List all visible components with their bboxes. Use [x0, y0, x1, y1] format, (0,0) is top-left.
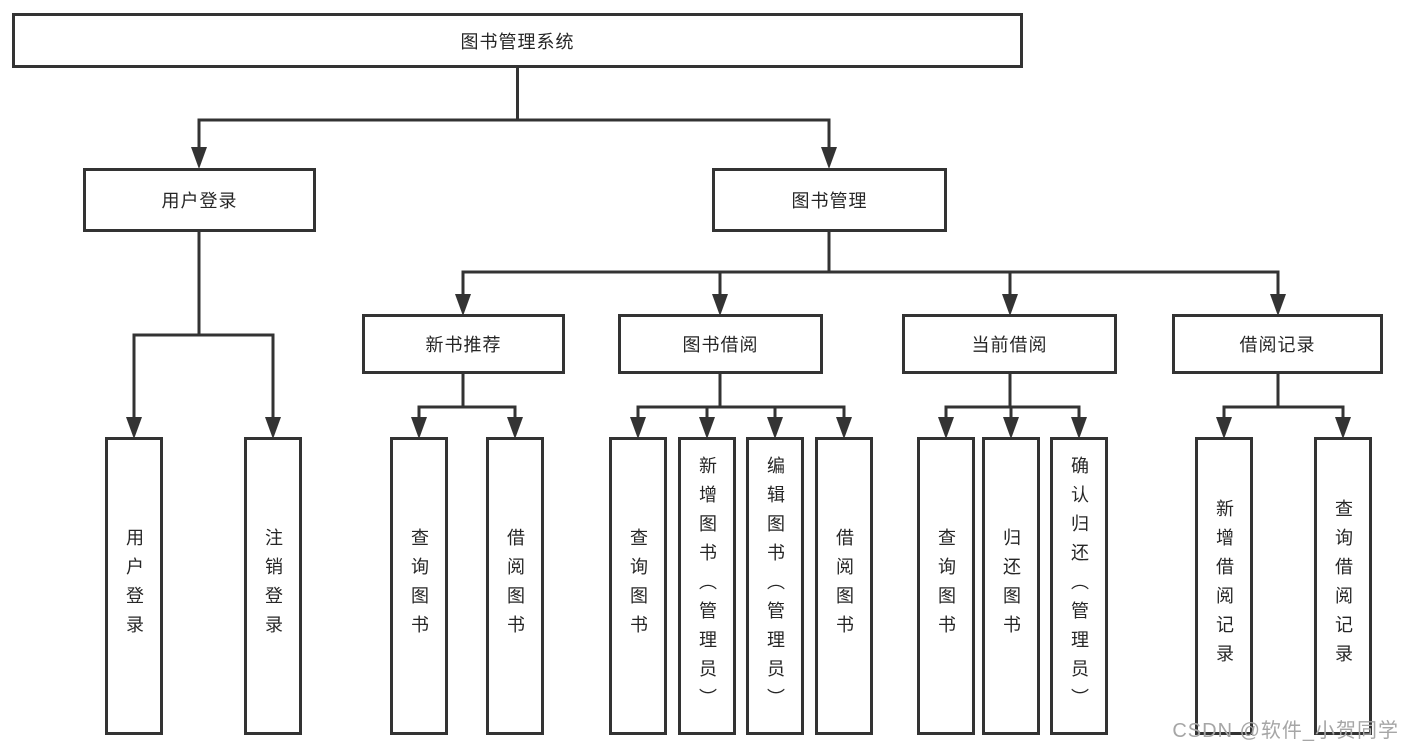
leaf-label: 用户登录 [124, 528, 144, 644]
node-new-book-recommend: 新书推荐 [362, 314, 565, 374]
leaf-newrec-borrow-books: 借阅图书 [486, 437, 544, 735]
node-book-borrow: 图书借阅 [618, 314, 823, 374]
leaf-current-query-books: 查询图书 [917, 437, 975, 735]
leaf-label: 借阅图书 [834, 528, 854, 644]
leaf-user-login: 用户登录 [105, 437, 163, 735]
leaf-logout: 注销登录 [244, 437, 302, 735]
leaf-label: 确认归还（管理员） [1069, 455, 1089, 717]
leaf-borrow-borrow-books: 借阅图书 [815, 437, 873, 735]
node-label: 用户登录 [161, 191, 238, 211]
leaf-label: 借阅图书 [505, 528, 525, 644]
node-label: 当前借阅 [971, 335, 1048, 355]
leaf-label: 查询图书 [628, 528, 648, 644]
node-book-management: 图书管理 [712, 168, 947, 232]
leaf-current-return-books: 归还图书 [982, 437, 1040, 735]
leaf-records-add-record: 新增借阅记录 [1195, 437, 1253, 735]
node-label: 借阅记录 [1239, 335, 1316, 355]
node-borrow-records: 借阅记录 [1172, 314, 1383, 374]
csdn-watermark: CSDN @软件_小贺同学 [1172, 720, 1399, 742]
node-label: 图书借阅 [682, 335, 759, 355]
leaf-newrec-query-books: 查询图书 [390, 437, 448, 735]
leaf-label: 归还图书 [1001, 528, 1021, 644]
leaf-borrow-edit-books-admin: 编辑图书（管理员） [746, 437, 804, 735]
leaf-label: 查询借阅记录 [1333, 499, 1353, 673]
leaf-label: 查询图书 [936, 528, 956, 644]
node-current-borrow: 当前借阅 [902, 314, 1117, 374]
leaf-label: 注销登录 [263, 528, 283, 644]
leaf-label: 新增借阅记录 [1214, 499, 1234, 673]
node-library-system-root: 图书管理系统 [12, 13, 1023, 68]
leaf-label: 新增图书（管理员） [697, 455, 717, 717]
node-user-login: 用户登录 [83, 168, 316, 232]
leaf-borrow-query-books: 查询图书 [609, 437, 667, 735]
leaf-label: 编辑图书（管理员） [765, 455, 785, 717]
node-label: 新书推荐 [425, 335, 502, 355]
leaf-label: 查询图书 [409, 528, 429, 644]
node-label: 图书管理系统 [460, 31, 575, 52]
leaf-records-query-record: 查询借阅记录 [1314, 437, 1372, 735]
leaf-current-confirm-return-admin: 确认归还（管理员） [1050, 437, 1108, 735]
node-label: 图书管理 [791, 191, 868, 211]
leaf-borrow-add-books-admin: 新增图书（管理员） [678, 437, 736, 735]
